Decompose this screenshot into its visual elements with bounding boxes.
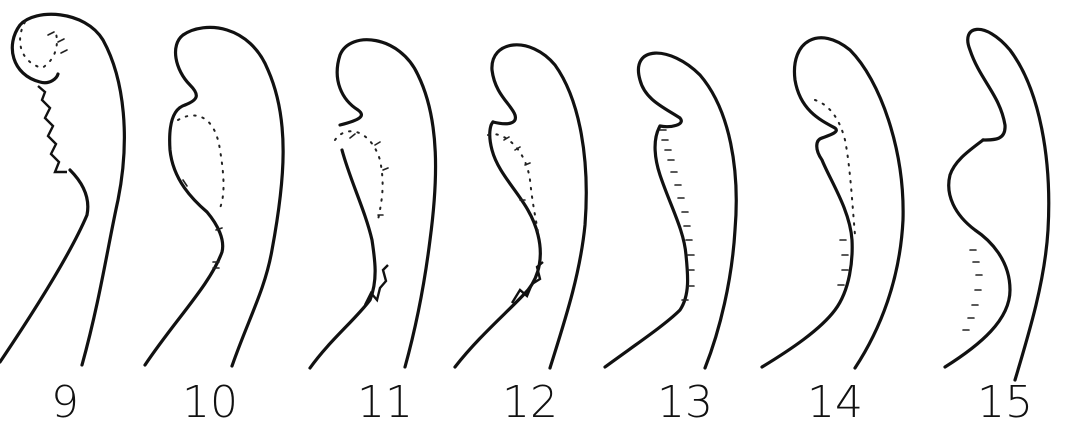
stage-label-10: 10 bbox=[182, 377, 238, 428]
stage-9-drawing bbox=[0, 14, 124, 365]
stage-11-drawing bbox=[310, 40, 436, 368]
stage-label-14: 14 bbox=[807, 377, 863, 428]
stage-label-11: 11 bbox=[357, 377, 413, 428]
stage-label-12: 12 bbox=[502, 377, 558, 428]
stage-label-15: 15 bbox=[977, 377, 1033, 428]
stage-12-drawing bbox=[455, 45, 586, 368]
stage-13-drawing bbox=[605, 53, 736, 368]
stage-label-13: 13 bbox=[657, 377, 713, 428]
stage-10-drawing bbox=[145, 27, 283, 366]
stage-15-drawing bbox=[945, 29, 1049, 380]
stage-label-9: 9 bbox=[51, 377, 79, 428]
stage-14-drawing bbox=[762, 38, 903, 368]
